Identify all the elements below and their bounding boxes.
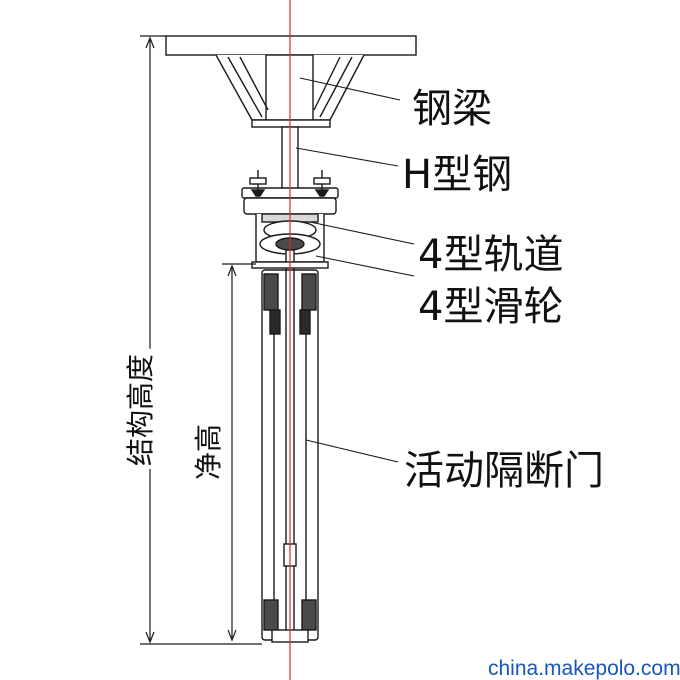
label-clear-height: 净高 (192, 424, 225, 480)
label-pulley: 4型滑轮 (418, 284, 563, 330)
label-steel-beam: 钢梁 (412, 86, 492, 132)
label-door: 活动隔断门 (404, 448, 604, 494)
leader-lines (295, 77, 415, 463)
label-h-beam: H型钢 (402, 152, 512, 198)
watermark: china.makepolo.com (488, 657, 680, 680)
steel-beam (165, 35, 417, 128)
label-track: 4型轨道 (418, 232, 563, 278)
label-structure-height: 结构高度 (124, 354, 157, 466)
dimension-clear-height (222, 263, 256, 642)
dimension-structure-height (140, 35, 262, 645)
